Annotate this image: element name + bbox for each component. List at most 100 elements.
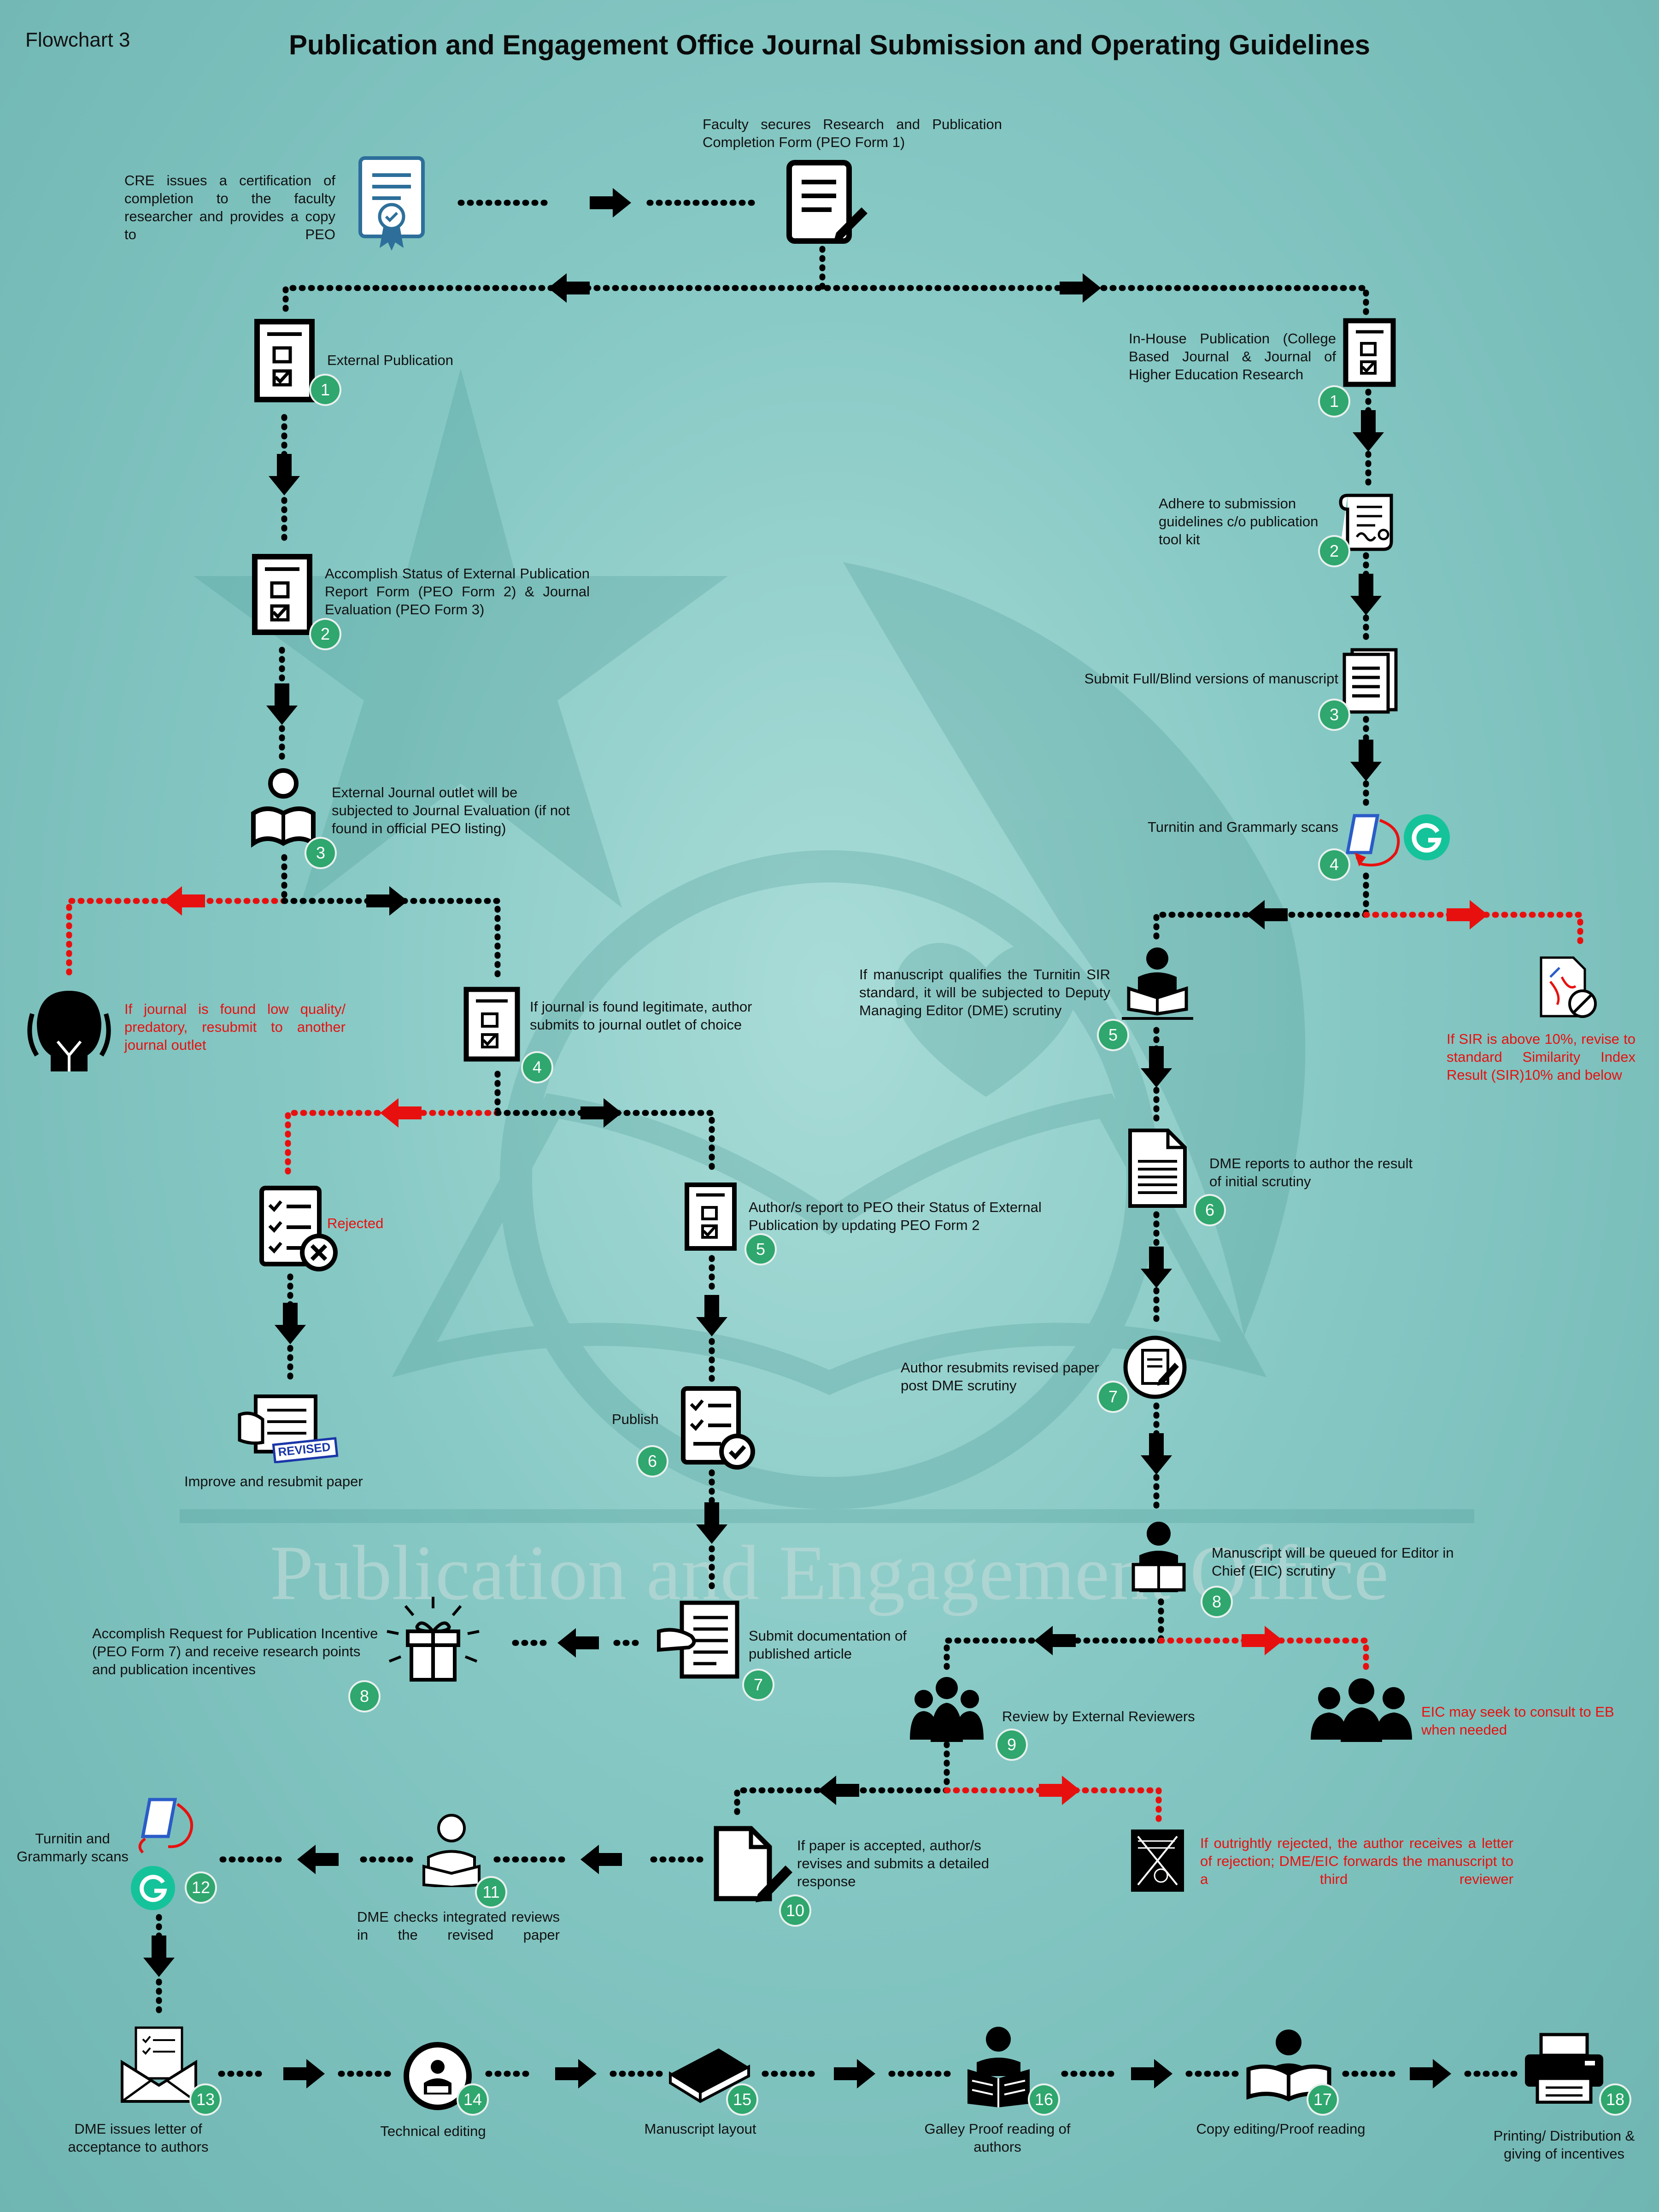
- checklist-doc-icon: [254, 319, 315, 402]
- envelope-letter-icon: [121, 2026, 197, 2103]
- page-title: Publication and Engagement Office Journa…: [288, 29, 1370, 60]
- step-badge: 6: [1196, 1196, 1224, 1224]
- in-step10-text: If paper is accepted, author/s revises a…: [797, 1837, 990, 1889]
- in-step8-text: Manuscript will be queued for Editor in …: [1212, 1545, 1454, 1579]
- checklist-doc-icon: [1343, 318, 1396, 387]
- step-badge: 12: [187, 1873, 215, 1902]
- technical-editing-icon: [404, 2042, 472, 2110]
- in-step2-text: Adhere to submission guidelines c/o publ…: [1159, 495, 1319, 547]
- step-badge: 18: [1601, 2085, 1630, 2114]
- group-icon: [1311, 1678, 1412, 1742]
- printer-icon: [1525, 2033, 1603, 2104]
- step-badge: 7: [1099, 1382, 1127, 1411]
- reject-letter-text: If outrightly rejected, the author recei…: [1200, 1835, 1513, 1887]
- in-step11-text: DME checks integrated reviews in the rev…: [357, 1909, 560, 1943]
- arrow-icon: [834, 2059, 875, 2088]
- red-arrow-icon: [164, 886, 205, 916]
- arrow-icon: [1350, 740, 1382, 781]
- in-step5-text: If manuscript qualifies the Turnitin SIR…: [859, 966, 1110, 1018]
- arrow-icon: [696, 1295, 727, 1336]
- ext-step5-text: Author/s report to PEO their Status of E…: [749, 1199, 1042, 1233]
- arrow-icon: [580, 1845, 622, 1874]
- turnitin-icon: [1345, 814, 1400, 867]
- rejected-list-icon: [259, 1186, 338, 1271]
- report-doc-icon: [1128, 1129, 1187, 1208]
- in-step14-text: Technical editing: [380, 2123, 486, 2139]
- step-badge: 16: [1030, 2085, 1058, 2114]
- in-step18-text: Printing/ Distribution & giving of incen…: [1493, 2128, 1635, 2162]
- in-step7-text: Author resubmits revised paper post DME …: [901, 1359, 1099, 1394]
- connector-line: [1363, 912, 1583, 948]
- arrow-icon: [696, 1502, 727, 1544]
- in-step17-text: Copy editing/Proof reading: [1196, 2121, 1366, 2137]
- group-icon: [910, 1677, 984, 1742]
- connector-line: [1158, 1637, 1369, 1674]
- step-badge: 9: [997, 1730, 1026, 1759]
- connector-line: [285, 1110, 501, 1183]
- flowchart-label: Flowchart 3: [25, 29, 130, 51]
- connector-line: [734, 1787, 950, 1824]
- predatory-text: If journal is found low quality/ predato…: [124, 1001, 346, 1053]
- galley-reader-icon: [967, 2027, 1030, 2107]
- in-step4-text: Turnitin and Grammarly scans: [1147, 819, 1338, 835]
- red-arrow-icon: [380, 1098, 422, 1128]
- in-step13-text: DME issues letter of acceptance to autho…: [68, 2121, 209, 2155]
- watermark-bar-icon: [180, 1509, 1474, 1523]
- arrow-icon: [275, 1303, 306, 1344]
- arrow-icon: [143, 1936, 175, 1977]
- sir-above-text: If SIR is above 10%, revise to standard …: [1447, 1031, 1636, 1083]
- step-badge: 8: [1202, 1588, 1231, 1616]
- arrow-icon: [269, 454, 300, 495]
- arrow-icon: [1034, 1626, 1076, 1655]
- faculty-form-text: Faculty secures Research and Publication…: [703, 116, 1002, 150]
- arrow-icon: [1141, 1247, 1172, 1288]
- revise-circle-icon: [1123, 1335, 1187, 1399]
- arrow-icon: [1246, 900, 1288, 930]
- ext-step1-text: External Publication: [327, 352, 453, 368]
- checklist-doc-icon: [463, 987, 520, 1062]
- red-arrow-icon: [1039, 1776, 1080, 1805]
- ext-step4-text: If journal is found legitimate, author s…: [530, 999, 752, 1033]
- connector-line: [281, 898, 501, 985]
- step-badge: 7: [744, 1671, 773, 1699]
- grammarly-icon: [1404, 814, 1450, 860]
- arrow-icon: [266, 683, 298, 725]
- watermark-text: Publication and Engagement Office: [270, 1530, 1389, 1616]
- scroll-icon: [1339, 494, 1393, 551]
- eic-text: EIC may seek to consult to EB when neede…: [1421, 1704, 1614, 1738]
- step-badge: 17: [1308, 2085, 1337, 2114]
- in-step3-text: Submit Full/Blind versions of manuscript: [1084, 671, 1338, 687]
- arrow-icon: [1141, 1433, 1172, 1475]
- revised-paper-icon: [238, 1394, 339, 1463]
- step-badge: 3: [306, 839, 335, 867]
- arrow-icon: [590, 188, 631, 218]
- ext-step7-text: Submit documentation of published articl…: [749, 1628, 907, 1662]
- watermark-heart-icon: [895, 943, 1077, 1097]
- step-badge: 14: [458, 2085, 487, 2114]
- gift-icon: [387, 1597, 480, 1682]
- step-badge: 10: [781, 1896, 809, 1925]
- ext-step3-text: External Journal outlet will be subjecte…: [332, 784, 570, 836]
- in-step12-text: Turnitin and Grammarly scans: [17, 1830, 129, 1865]
- arrow-icon: [1410, 2059, 1451, 2088]
- red-arrow-icon: [1447, 900, 1488, 930]
- arrow-icon: [1353, 410, 1384, 452]
- step-badge: 1: [311, 376, 340, 404]
- connector-line: [66, 898, 287, 980]
- dme-check-icon: [422, 1814, 481, 1887]
- ext-step8-text: Accomplish Request for Publication Incen…: [92, 1625, 378, 1677]
- watermark-book-icon: [392, 1093, 1267, 1395]
- rejection-letter-icon: [1131, 1830, 1184, 1892]
- step-badge: 11: [477, 1878, 505, 1906]
- form-edit-icon: [786, 160, 868, 244]
- red-arrow-icon: [1242, 1626, 1283, 1655]
- connector-line: [944, 1787, 1162, 1824]
- step-badge: 4: [1320, 850, 1348, 879]
- step-badge: 8: [350, 1682, 379, 1711]
- checklist-done-icon: [681, 1386, 755, 1470]
- person-reading-icon: [1122, 947, 1193, 1020]
- arrow-icon: [1350, 574, 1382, 615]
- paper-edit-icon: [714, 1826, 792, 1902]
